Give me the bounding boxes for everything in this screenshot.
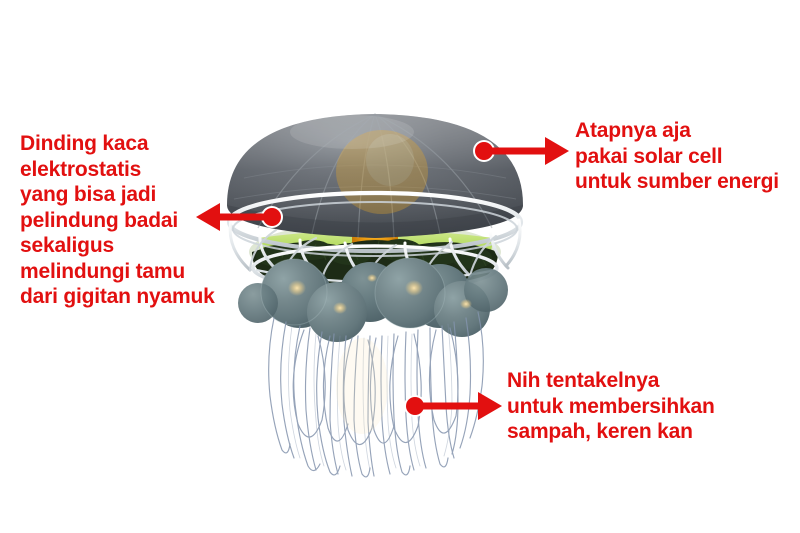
sphere-cluster xyxy=(238,257,508,342)
tentacle-curtain xyxy=(268,311,484,478)
annotation-glass-wall: Dinding kaca elektrostatis yang bisa jad… xyxy=(20,132,215,308)
annotation-solar-roof: Atapnya aja pakai solar cell untuk sumbe… xyxy=(575,119,779,193)
annotation-tentacles-cleanup: Nih tentakelnya untuk membersihkan sampa… xyxy=(507,369,715,443)
dome-canopy xyxy=(227,113,523,239)
